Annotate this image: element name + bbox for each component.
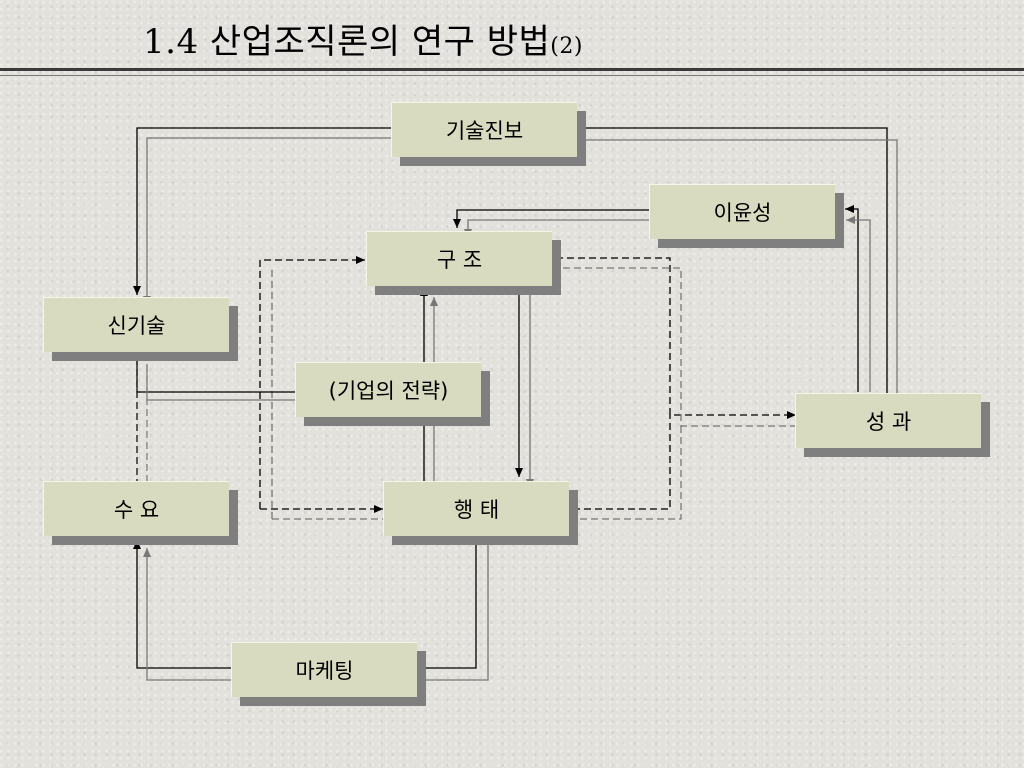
link-tech-to-newtech [133,127,392,295]
node-profitability: 이윤성 [649,184,835,239]
link-newtech-to-strategy-shadow [146,364,296,401]
link-tech-to-performance-shadow [578,139,898,393]
link-conduct-to-performance-dashed [573,415,671,510]
node-strategy: (기업의 전략) [295,362,481,417]
link-conduct-to-marketing [418,537,477,669]
page-title-main: 1.4 산업조직론의 연구 방법 [143,22,551,62]
link-marketing-to-demand-shadow [143,548,233,681]
link-profit-to-structure [453,209,650,228]
link-marketing-to-demand [133,540,233,669]
link-structure-to-performance-dashed-shadow [563,267,806,430]
link-structure-to-performance-dashed [556,257,796,419]
link-performance-to-profit [845,205,859,392]
title-divider-thin [0,75,1024,76]
node-tech-progress: 기술진보 [391,102,577,157]
node-marketing: 마케팅 [231,642,417,697]
link-conduct-to-performance-dashed-shadow [580,426,682,520]
node-new-tech: 신기술 [43,297,229,352]
link-tech-to-newtech-shadow [143,137,392,305]
node-structure: 구 조 [366,231,552,286]
link-conduct-to-marketing-shadow [425,545,489,681]
title-divider [0,68,1024,71]
link-tech-to-performance [578,127,888,395]
node-conduct: 행 태 [383,481,569,536]
node-demand: 수 요 [43,481,229,536]
page-title: 1.4 산업조직론의 연구 방법(2) [143,14,583,63]
page-title-suffix: (2) [550,34,583,59]
link-left-loop-to-structure-dashed [259,256,365,509]
link-performance-to-profit-shadow [846,216,871,392]
node-performance: 성 과 [795,393,981,448]
